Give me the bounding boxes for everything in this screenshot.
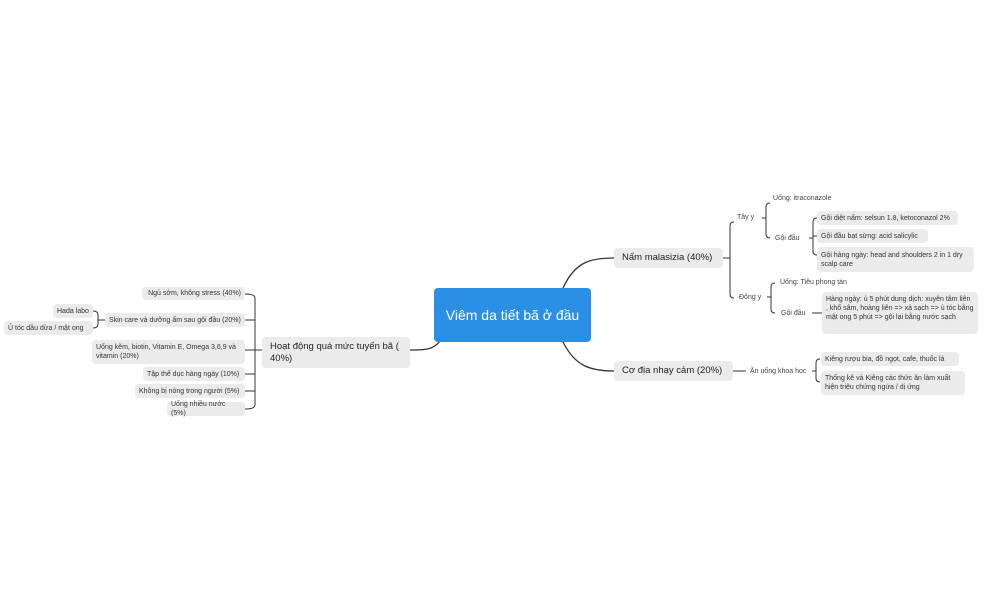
subtopic-goi-bat-sung[interactable]: Gội đầu bạt sừng: acid salicylic: [817, 229, 928, 243]
topic-co-dia-nhay-cam[interactable]: Cơ địa nhạy cảm (20%): [614, 361, 733, 381]
label-goi-dau-dong-y[interactable]: Gội đầu: [781, 310, 806, 317]
subtopic-tap-the-duc[interactable]: Tập thể dục hàng ngày (10%): [143, 367, 245, 381]
subtopic-khong-nong[interactable]: Không bị nóng trong người (5%): [135, 384, 245, 398]
subtopic-ung-dung-dich[interactable]: Hàng ngày: ủ 5 phút dung dịch: xuyên tâm…: [822, 292, 978, 334]
subtopic-skin-care[interactable]: Skin care và dưỡng ẩm sau gội đầu (20%): [105, 313, 245, 327]
subtopic-kieng-ruou-bia[interactable]: Kiêng rượu bia, đồ ngọt, cafe, thuốc lá: [821, 352, 959, 366]
subtopic-goi-hang-ngay[interactable]: Gội hàng ngày: head and shoulders 2 in 1…: [817, 247, 974, 272]
topic-hoat-dong-tuyen-ba[interactable]: Hoạt động quá mức tuyến bã ( 40%): [262, 337, 410, 368]
subtopic-u-toc[interactable]: Ủ tóc dầu dừa / mật ong: [4, 321, 93, 335]
subtopic-goi-diet-nam[interactable]: Gội diệt nấm: selsun 1.8, ketoconazol 2%: [817, 211, 958, 225]
topic-nam-malasizia[interactable]: Nấm malasizia (40%): [614, 248, 723, 268]
subtopic-uong-nuoc[interactable]: Uống nhiều nước (5%): [167, 401, 245, 417]
label-uong-tieu-phong-tan[interactable]: Uống: Tiêu phong tán: [780, 279, 847, 286]
subtopic-ngu-som[interactable]: Ngủ sớm, không stress (40%): [142, 287, 245, 300]
subtopic-thong-ke-kieng[interactable]: Thống kê và Kiêng các thức ăn làm xuất h…: [821, 371, 965, 395]
label-dong-y[interactable]: Đông y: [739, 294, 762, 301]
label-uong-itraconazole[interactable]: Uống: itraconazole: [773, 195, 832, 202]
label-tay-y[interactable]: Tây y: [737, 214, 755, 221]
subtopic-uong-kem[interactable]: Uống kẽm, biotin, Vitamin E, Omega 3,6,9…: [92, 340, 245, 364]
root-topic[interactable]: Viêm da tiết bã ở đầu: [434, 288, 591, 342]
subtopic-hada-labo[interactable]: Hada labo: [53, 304, 93, 318]
label-goi-dau-tay-y[interactable]: Gội đầu: [775, 235, 800, 242]
label-an-uong-khoa-hoc[interactable]: Ăn uống khoa học: [750, 368, 807, 375]
